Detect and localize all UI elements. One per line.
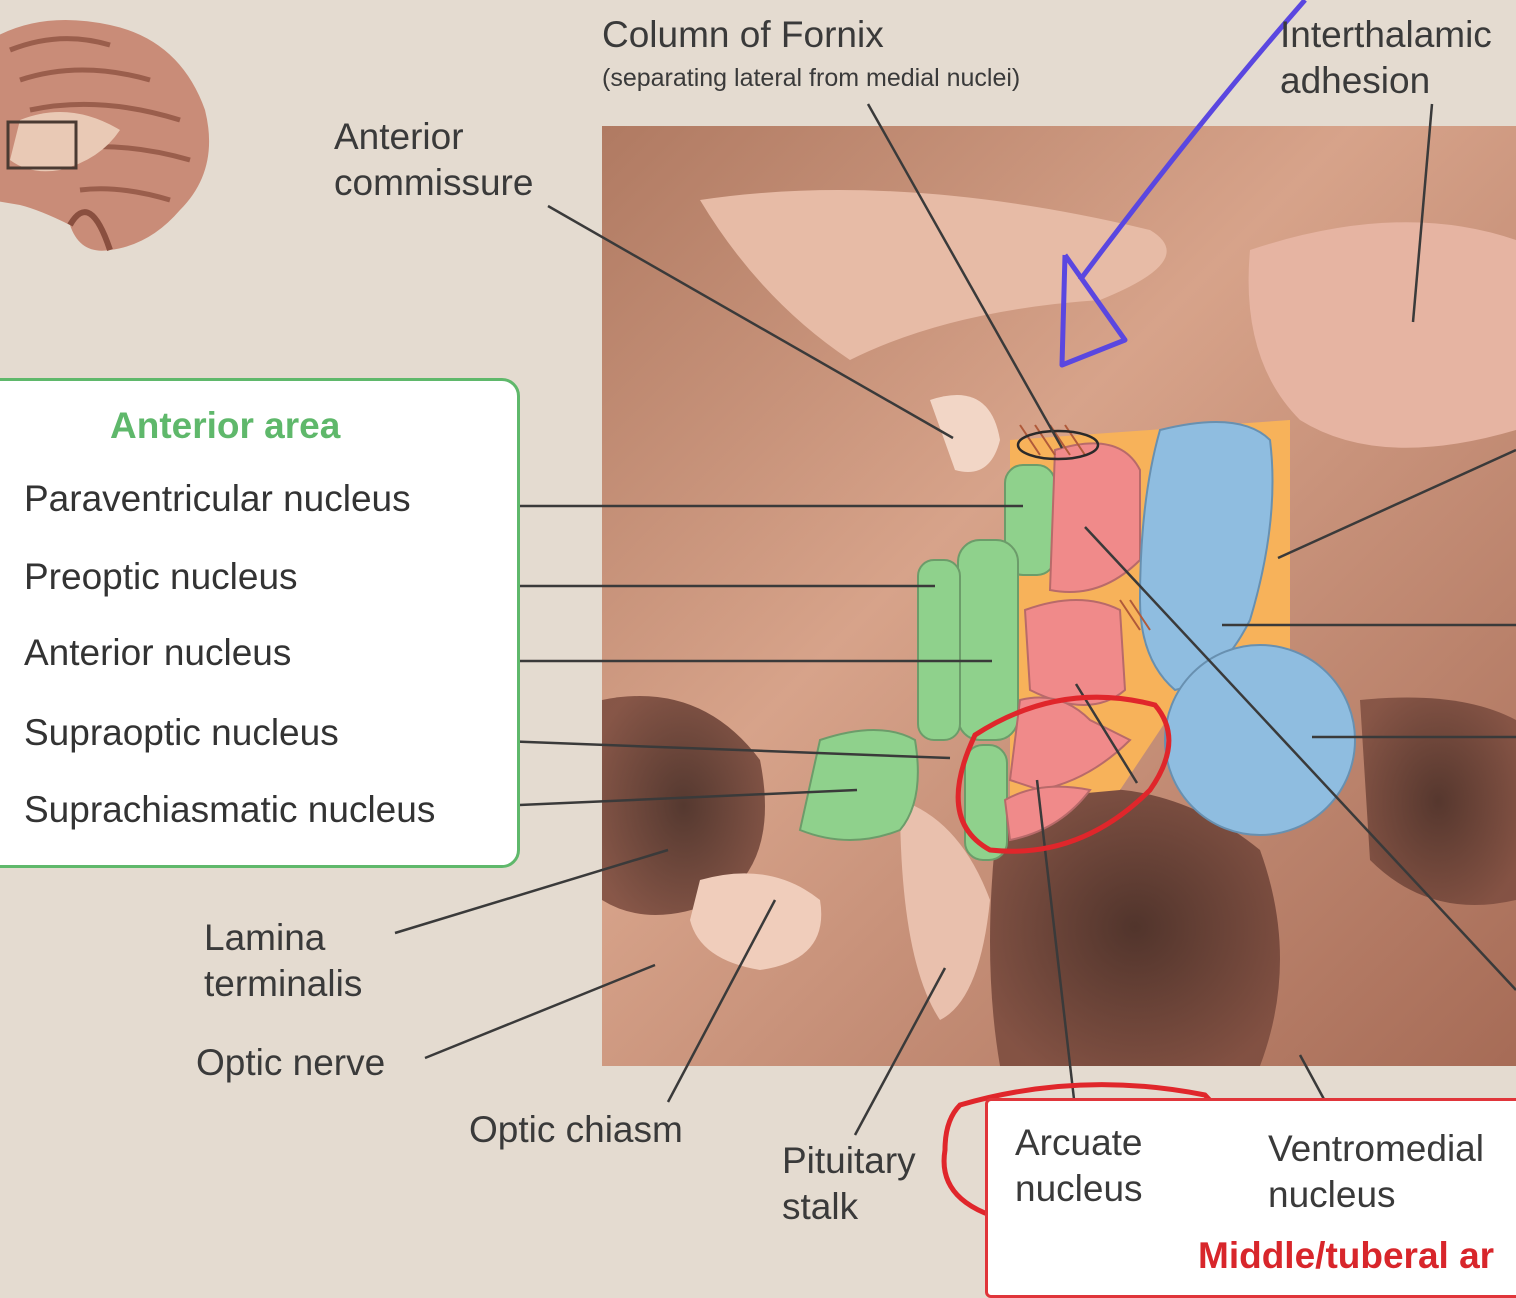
pink-nucleus-1: [1048, 442, 1141, 593]
brain-thumbnail: [0, 20, 210, 251]
stalk-tissue: [900, 800, 990, 1020]
purple-annotation-arrow: [1059, 0, 1307, 368]
interthalamic-adhesion-label: Interthalamic adhesion: [1280, 14, 1492, 101]
fornix-tissue: [700, 190, 1167, 360]
dark-cavity-right: [1360, 697, 1516, 905]
pink-nucleus-2: [1023, 599, 1127, 706]
middle-area-title: Middle/tuberal ar: [1198, 1235, 1495, 1276]
green-nucleus-2: [957, 539, 1019, 741]
suprachiasmatic-nucleus-label: Suprachiasmatic nucleus: [24, 789, 436, 830]
hypothalamus-photo: [0, 0, 1516, 1264]
pink-nucleus-4: [1003, 785, 1092, 842]
lamina-terminalis-label: Lamina terminalis: [204, 917, 363, 1004]
fornix-ellipse: [1016, 429, 1100, 461]
column-of-fornix-note: (separating lateral from medial nuclei): [602, 64, 1021, 92]
optic-nerve-label: Optic nerve: [196, 1042, 386, 1083]
green-nucleus-3: [917, 559, 961, 741]
anterior-commissure-tissue: [930, 395, 1000, 472]
pituitary-stalk-label: Pituitary stalk: [782, 1140, 916, 1227]
green-nucleus-5: [964, 744, 1008, 861]
arcuate-nucleus-label: Arcuate nucleus: [1015, 1122, 1143, 1209]
green-nucleus-4: [798, 729, 919, 841]
anterior-nucleus-label: Anterior nucleus: [24, 632, 292, 673]
ventromedial-nucleus-label: Ventromedial nucleus: [1268, 1128, 1484, 1215]
anterior-area-title: Anterior area: [110, 405, 341, 446]
anterior-area-box: [0, 378, 520, 868]
paraventricular-nucleus-label: Paraventricular nucleus: [24, 478, 411, 519]
brain-thumbnail-icon: [0, 20, 210, 251]
column-of-fornix-label: Column of Fornix: [602, 14, 884, 55]
thalamus-tissue: [1248, 222, 1516, 448]
leader-lines: [342, 103, 1516, 1136]
blue-nucleus-2: [1164, 644, 1356, 836]
preoptic-nucleus-label: Preoptic nucleus: [24, 556, 298, 597]
red-annotation-circle-nucleus: [955, 694, 1172, 854]
supraoptic-nucleus-label: Supraoptic nucleus: [24, 712, 339, 753]
optic-chiasm-label: Optic chiasm: [469, 1109, 683, 1150]
anterior-commissure-label: Anterior commissure: [334, 116, 534, 203]
chiasm-tissue: [690, 873, 822, 970]
dark-cavity-left: [602, 696, 765, 915]
